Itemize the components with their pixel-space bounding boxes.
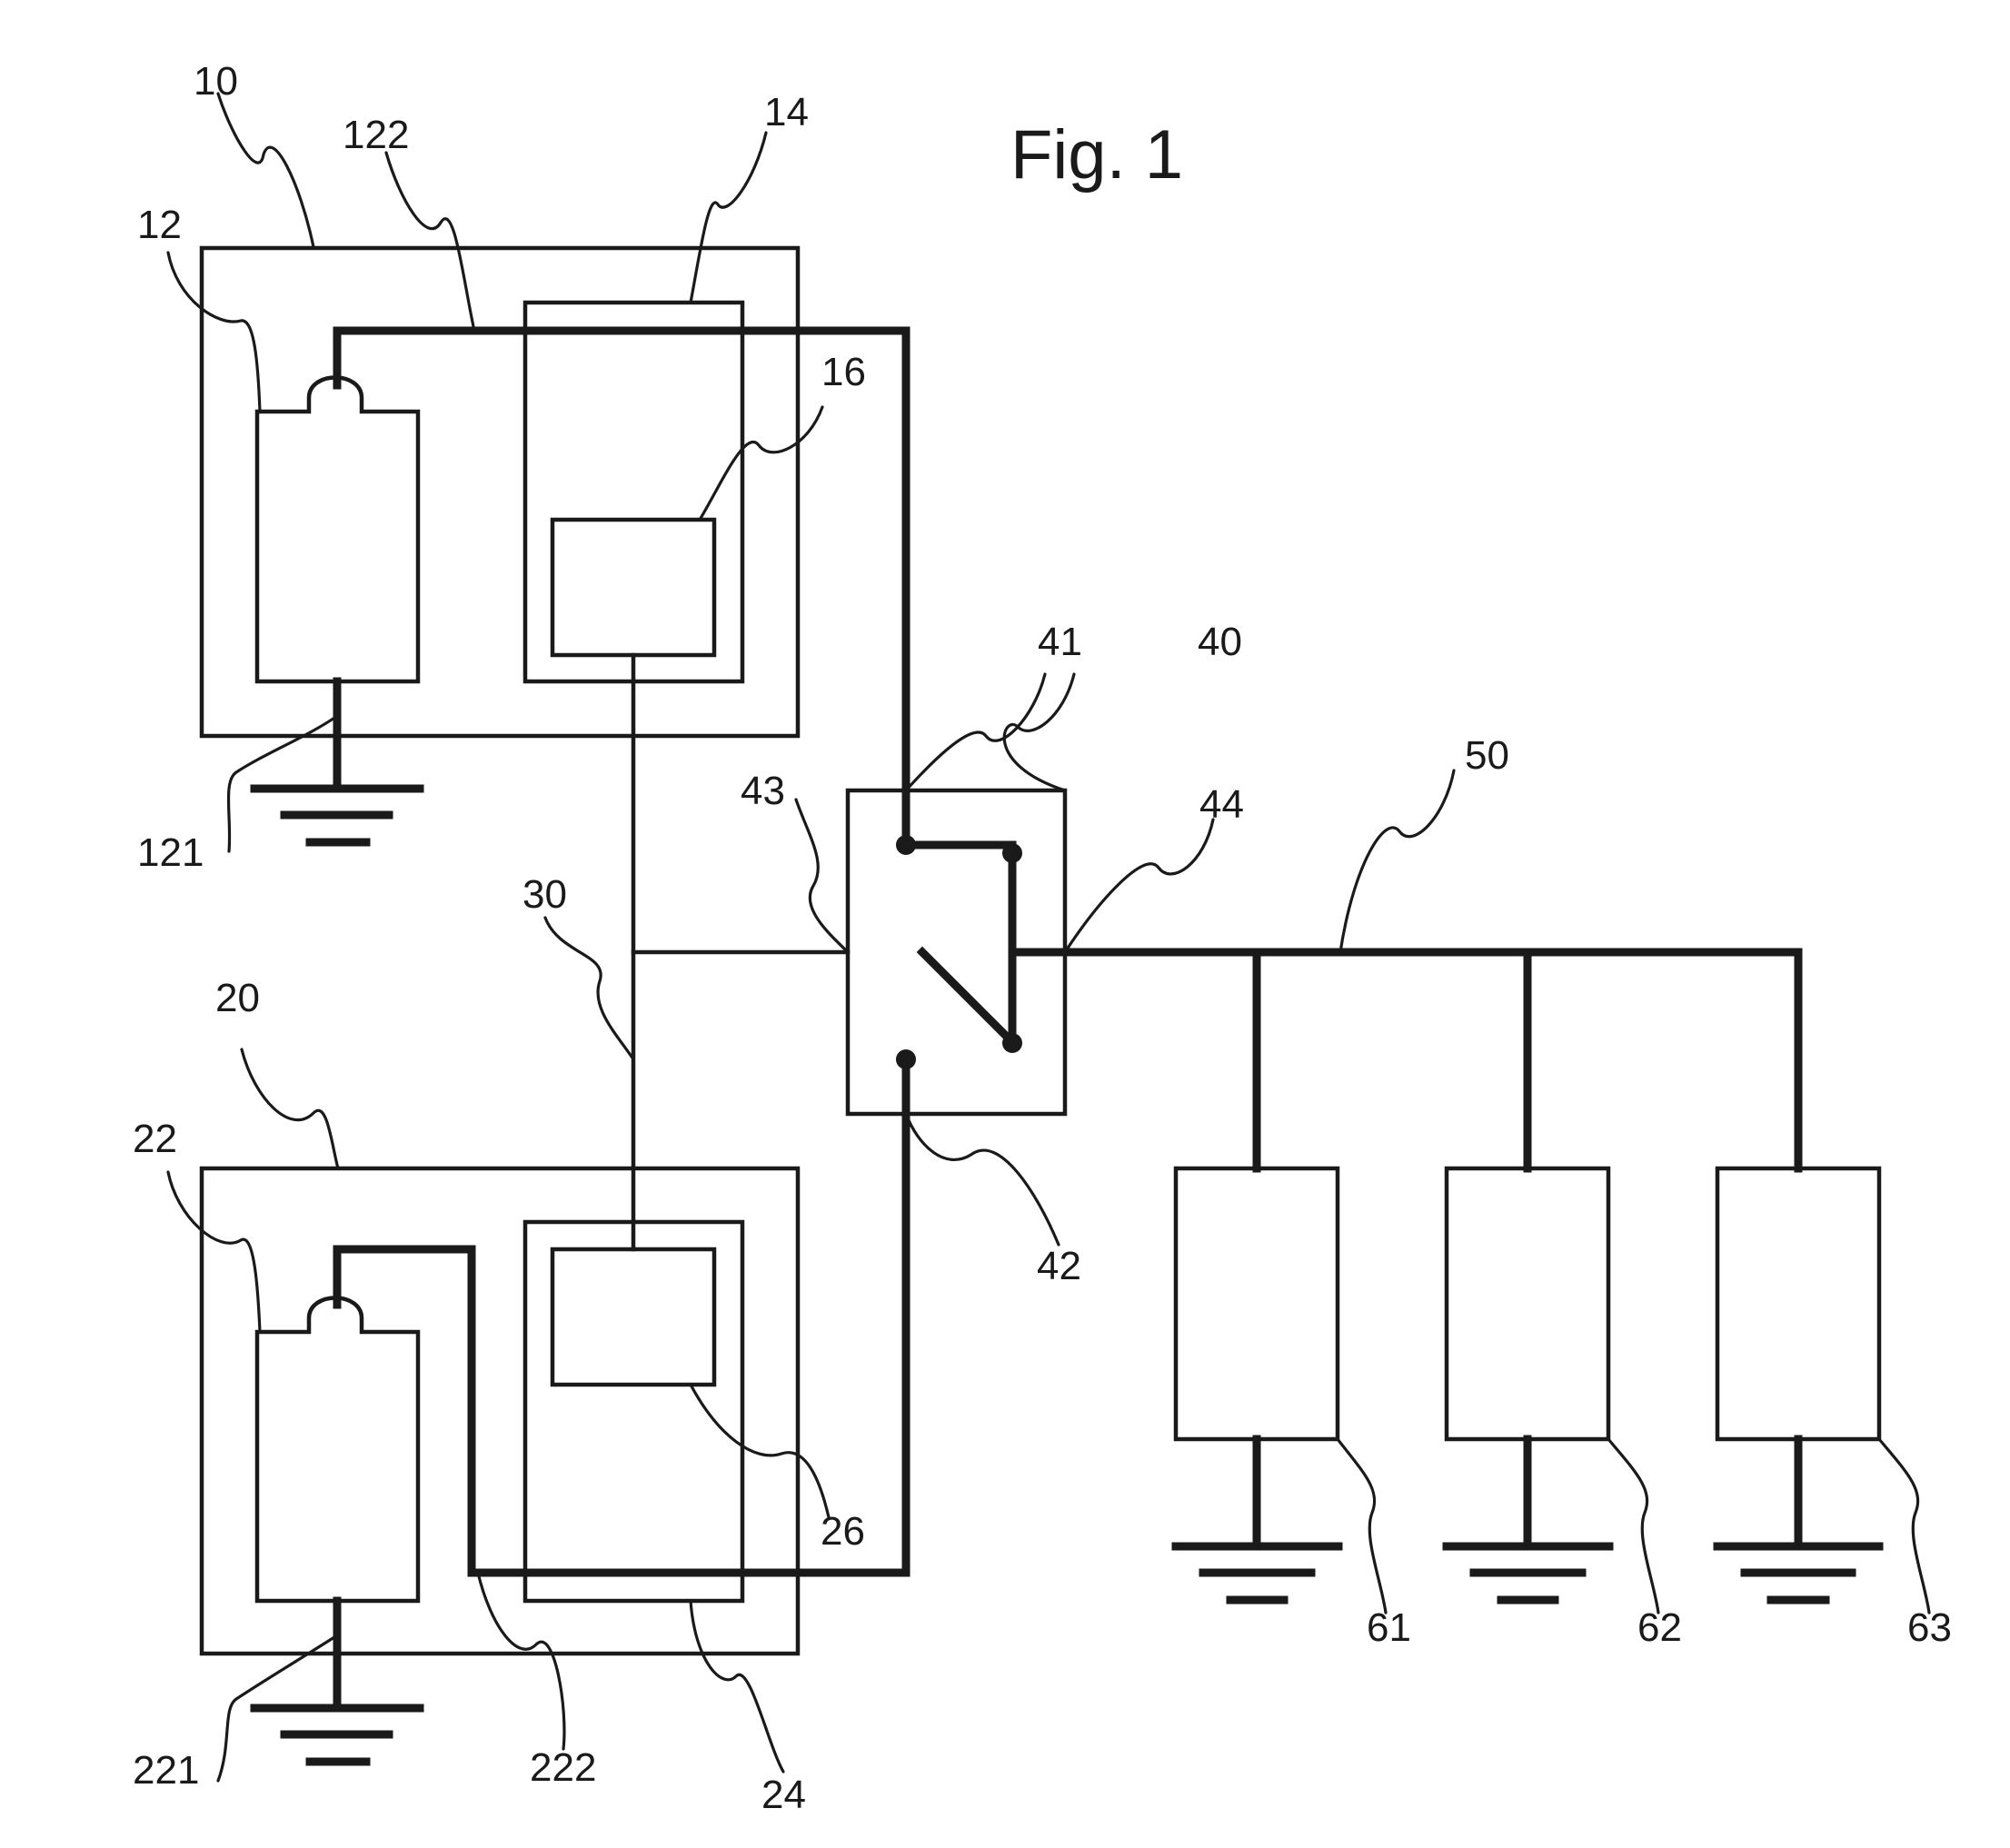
- module-20: [199, 1057, 910, 1766]
- controller-14: [522, 300, 745, 684]
- signal-line-30: [631, 652, 851, 1252]
- label-222: 222: [530, 1745, 596, 1790]
- label-62: 62: [1637, 1605, 1682, 1650]
- unit-26: [550, 1247, 717, 1387]
- module-10: [199, 245, 910, 847]
- label-26: 26: [821, 1509, 865, 1554]
- label-63: 63: [1907, 1605, 1952, 1650]
- power-line-122: [333, 326, 910, 845]
- label-22: 22: [133, 1117, 177, 1161]
- label-16: 16: [821, 350, 866, 394]
- switch-contact-41-path: [901, 836, 1017, 1047]
- label-12: 12: [137, 203, 182, 247]
- leader-lines: [166, 92, 1931, 1783]
- bus-50: [1060, 948, 1803, 1173]
- label-10: 10: [194, 59, 238, 104]
- label-61: 61: [1367, 1605, 1411, 1650]
- figure-title: Fig. 1: [1010, 116, 1183, 194]
- unit-16: [550, 517, 717, 658]
- switch-blade: [916, 946, 1019, 1048]
- switch-40: [845, 788, 1070, 1117]
- power-line-222: [333, 1057, 910, 1577]
- label-41: 41: [1038, 620, 1082, 664]
- module-20-enclosure: [199, 1166, 801, 1656]
- ground-symbol-lower: [250, 1704, 424, 1766]
- load-63: [1713, 1166, 1884, 1605]
- label-24: 24: [761, 1773, 806, 1817]
- label-40: 40: [1198, 620, 1242, 664]
- label-30: 30: [522, 872, 567, 917]
- label-44: 44: [1199, 782, 1244, 827]
- terminal-42: [896, 1049, 916, 1069]
- label-221: 221: [133, 1748, 199, 1793]
- label-14: 14: [764, 90, 809, 134]
- reference-labels: 10 122 12 14 16 121 30 43 41 40 44 50 20…: [133, 59, 1952, 1817]
- load-62: [1442, 1166, 1614, 1605]
- label-122: 122: [343, 113, 409, 157]
- controller-24: [522, 1219, 745, 1604]
- load-61: [1171, 1166, 1343, 1605]
- terminal-41: [896, 835, 916, 855]
- label-50: 50: [1465, 733, 1509, 778]
- label-43: 43: [741, 769, 785, 813]
- switch-pivot-upper: [1002, 843, 1022, 863]
- module-10-enclosure: [199, 245, 801, 739]
- label-42: 42: [1037, 1244, 1081, 1288]
- label-121: 121: [137, 830, 204, 875]
- battery-22: [254, 1296, 421, 1604]
- ground-symbol-upper: [250, 784, 424, 847]
- label-20: 20: [215, 976, 260, 1020]
- battery-12: [254, 375, 421, 684]
